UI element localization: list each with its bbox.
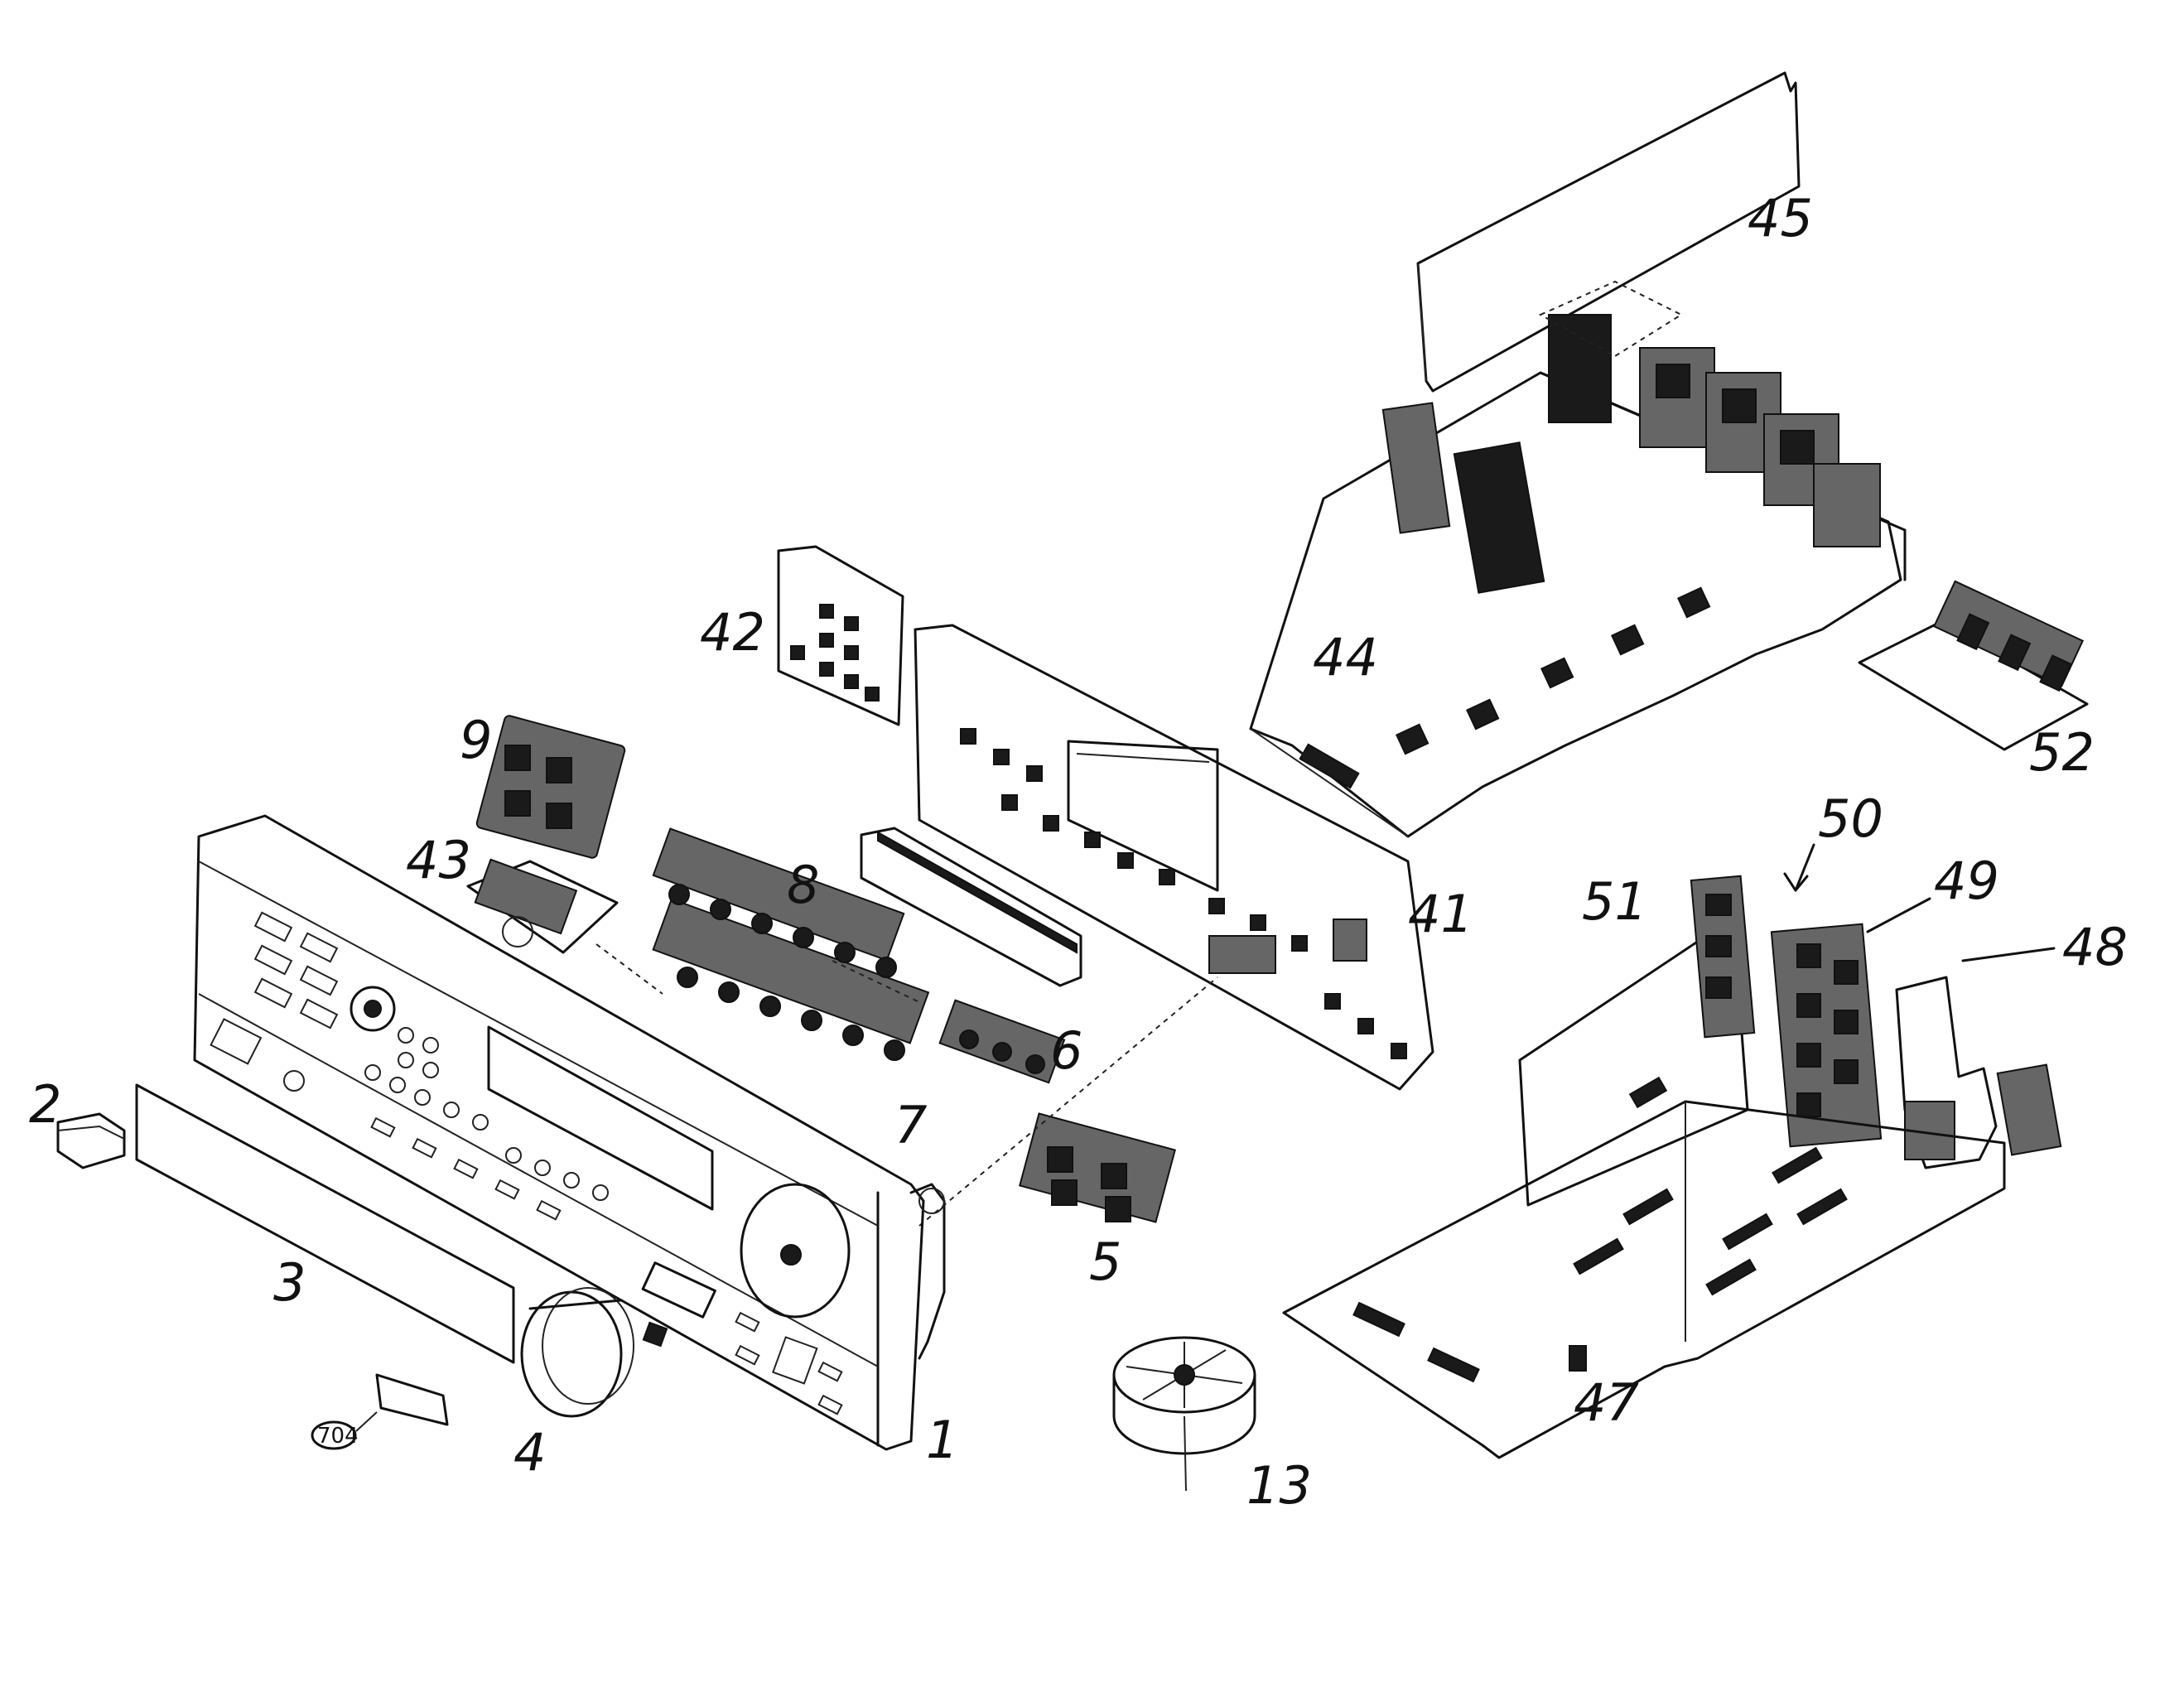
label-8: 8 <box>787 855 819 915</box>
label-52: 52 <box>2029 722 2095 783</box>
label-704: 704 <box>317 1424 359 1449</box>
label-47: 47 <box>1574 1372 1639 1433</box>
part-4-volume-knob <box>520 1287 668 1418</box>
part-42-switch-board <box>777 545 904 726</box>
label-41: 41 <box>1408 884 1473 944</box>
label-48: 48 <box>2062 917 2128 977</box>
part-45-rear-panel <box>1416 71 1801 393</box>
label-9: 9 <box>460 710 492 770</box>
leader-48 <box>1961 947 2056 962</box>
part-13-dial-wheel <box>1112 1336 1256 1492</box>
part-49-connector-stack <box>1770 923 1883 1148</box>
leader-50 <box>1783 843 1815 892</box>
label-45: 45 <box>1748 188 1813 248</box>
part-8-jack-row <box>652 827 930 1061</box>
part-3-window-lens <box>135 1083 515 1364</box>
part-43-headphone-board <box>466 858 619 954</box>
label-2: 2 <box>29 1074 61 1135</box>
label-49: 49 <box>1934 851 1999 911</box>
label-50: 50 <box>1818 788 1883 849</box>
heatsink-cluster <box>1639 347 1881 547</box>
part-44-main-board <box>1249 280 1907 838</box>
part-47-bottom-board <box>1282 1100 2006 1459</box>
part-6-jack-block <box>938 999 1066 1084</box>
label-3: 3 <box>273 1252 306 1313</box>
part-9-jack-block <box>475 715 626 859</box>
part-50-connector-stack <box>1690 875 1756 1039</box>
label-1: 1 <box>926 1410 958 1470</box>
board-41-components <box>960 728 1407 1059</box>
part-41-input-board <box>914 624 1434 1091</box>
leader-49 <box>1866 897 1931 933</box>
display-window-strip <box>860 827 1082 987</box>
label-42: 42 <box>700 602 765 663</box>
leader-lines <box>595 943 1218 1227</box>
part-2-small-knob <box>56 1112 126 1169</box>
part-52-small-board <box>1858 580 2089 751</box>
label-4: 4 <box>513 1422 546 1483</box>
label-5: 5 <box>1089 1232 1121 1292</box>
part-1-front-panel <box>193 814 946 1451</box>
label-51: 51 <box>1582 871 1647 932</box>
label-44: 44 <box>1313 627 1378 687</box>
part-704-cap: 704 <box>311 1373 449 1450</box>
label-7: 7 <box>894 1095 927 1155</box>
part-5-jack-block <box>1019 1112 1176 1223</box>
label-43: 43 <box>406 830 471 890</box>
label-13: 13 <box>1246 1455 1312 1516</box>
label-6: 6 <box>1050 1020 1082 1081</box>
